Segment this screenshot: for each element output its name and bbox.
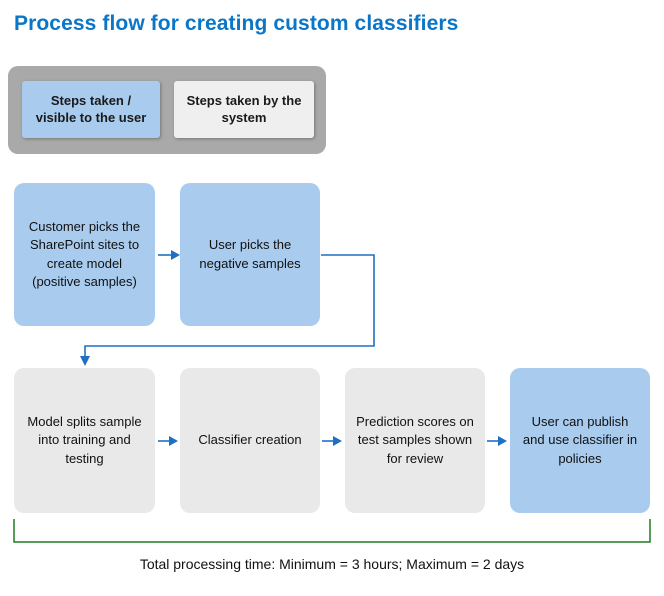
arrow-right-icon: [322, 436, 342, 446]
flow-box-customer-picks-sites: Customer picks the SharePoint sites to c…: [14, 183, 155, 326]
legend-system-box: Steps taken by the system: [174, 81, 314, 138]
total-time-bracket: [13, 519, 651, 543]
legend: Steps taken / visible to the user Steps …: [8, 66, 326, 154]
legend-system-label: Steps taken by the system: [186, 92, 302, 125]
arrow-right-icon: [158, 250, 180, 260]
flow-box-prediction-scores: Prediction scores on test samples shown …: [345, 368, 485, 513]
flow-box-label: User can publish and use classifier in p…: [522, 414, 638, 466]
page-title: Process flow for creating custom classif…: [14, 12, 459, 35]
flow-box-user-picks-negative: User picks the negative samples: [180, 183, 320, 326]
flow-box-classifier-creation: Classifier creation: [180, 368, 320, 513]
legend-user-label: Steps taken / visible to the user: [35, 92, 147, 125]
arrow-right-icon: [158, 436, 178, 446]
flow-box-label: Classifier creation: [198, 432, 302, 448]
processing-time-note: Total processing time: Minimum = 3 hours…: [139, 556, 525, 572]
flow-box-model-splits-sample: Model splits sample into training and te…: [14, 368, 155, 513]
flow-box-label: User picks the negative samples: [199, 237, 301, 271]
flow-box-label: Model splits sample into training and te…: [27, 414, 142, 466]
flow-box-label: Prediction scores on test samples shown …: [356, 414, 474, 466]
flow-box-publish-classifier: User can publish and use classifier in p…: [510, 368, 650, 513]
arrow-right-icon: [487, 436, 507, 446]
flow-box-label: Customer picks the SharePoint sites to c…: [28, 219, 141, 289]
legend-user-box: Steps taken / visible to the user: [22, 81, 160, 138]
